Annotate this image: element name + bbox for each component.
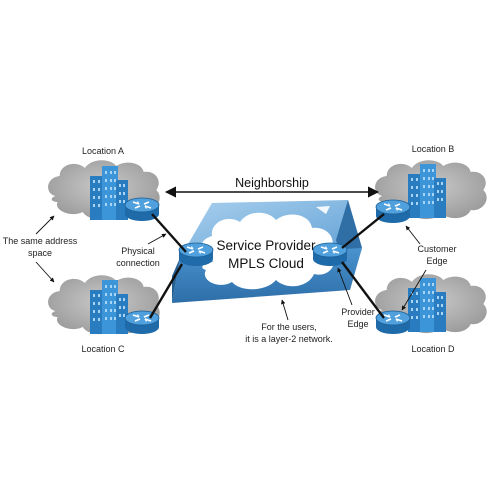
- neighborship-label: Neighborship: [235, 176, 309, 190]
- arrow-icon: [35, 261, 55, 283]
- arrow-icon: [401, 269, 427, 311]
- physical-connection-label-line2: connection: [116, 258, 160, 268]
- location-d-site: [375, 274, 487, 335]
- arrow-icon: [337, 267, 353, 306]
- mpls-cloud-icon: [200, 212, 335, 290]
- router-icon: [124, 310, 160, 335]
- arrow-icon: [35, 215, 55, 235]
- link-a-pe: [151, 213, 187, 253]
- provider-edge-label-line1: Provider: [341, 307, 375, 317]
- location-b-label: Location B: [412, 144, 455, 154]
- link-pe-b: [341, 213, 385, 249]
- location-a-site: [48, 160, 160, 222]
- provider-edge-router-left: [178, 242, 214, 267]
- same-address-label-line1: The same address: [3, 236, 78, 246]
- users-note-line2: it is a layer-2 network.: [245, 334, 333, 344]
- same-address-label-line2: space: [28, 248, 52, 258]
- location-c-label: Location C: [81, 344, 125, 354]
- location-d-label: Location D: [411, 344, 455, 354]
- provider-edge-label-line2: Edge: [347, 319, 368, 329]
- arrow-icon: [405, 225, 421, 245]
- users-note-line1: For the users,: [261, 322, 317, 332]
- physical-connection-label-line1: Physical: [121, 246, 155, 256]
- location-a-label: Location A: [82, 146, 124, 156]
- arrow-icon: [147, 233, 167, 245]
- customer-edge-label-line1: Customer: [417, 244, 456, 254]
- physical-links: [148, 213, 385, 319]
- mpls-cloud-subtitle: MPLS Cloud: [228, 256, 304, 271]
- router-icon: [375, 199, 411, 224]
- link-c-pe: [148, 263, 184, 319]
- arrow-icon: [281, 299, 289, 321]
- link-pe-d: [341, 261, 385, 319]
- customer-edge-label-line2: Edge: [426, 256, 447, 266]
- location-c-site: [48, 275, 160, 335]
- mpls-block: [172, 200, 362, 303]
- location-b-site: [375, 160, 487, 224]
- mpls-cloud-title: Service Provider: [216, 238, 316, 253]
